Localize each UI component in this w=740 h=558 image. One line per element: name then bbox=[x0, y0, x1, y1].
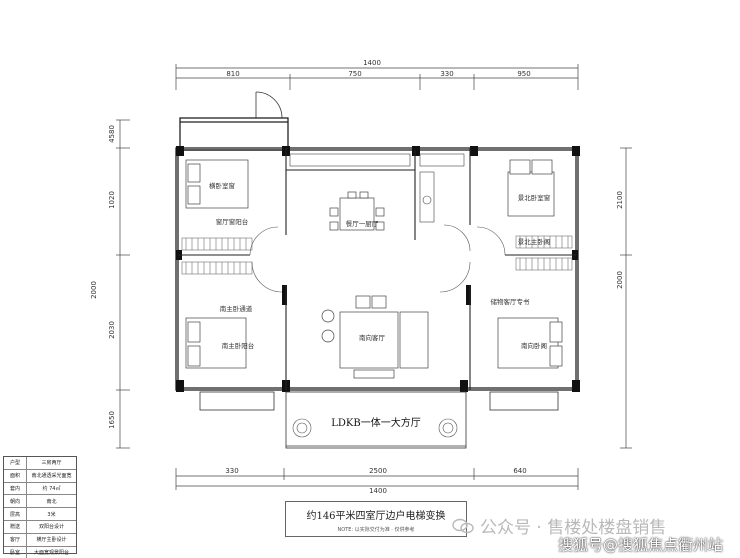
room-label-se-corridor: 储物客厅专书 bbox=[491, 297, 531, 306]
legend-value: 南北 bbox=[46, 498, 57, 505]
top-dim-4: 950 bbox=[517, 70, 530, 78]
legend-row: 赠送 双阳台设计 bbox=[4, 520, 76, 534]
wechat-icon bbox=[452, 518, 474, 533]
room-label-ne-top: 景北卧室窗 bbox=[518, 193, 551, 202]
legend-value: 双阳台设计 bbox=[38, 524, 64, 531]
door-swings bbox=[249, 224, 506, 293]
legend-key: 赠送 bbox=[4, 520, 27, 533]
legend-key: 卧室 bbox=[4, 546, 27, 558]
legend-row: 层高 3米 bbox=[4, 508, 76, 521]
room-label-balcony: LDKB一体一大方厅 bbox=[331, 416, 420, 429]
legend-value: 大面宽观景阳台 bbox=[33, 549, 69, 556]
interior-walls bbox=[178, 148, 576, 390]
legend-value: 三房两厅 bbox=[41, 460, 62, 467]
left-dim-2: 1020 bbox=[108, 191, 116, 209]
left-dim-5: 1650 bbox=[108, 411, 116, 429]
left-dim-3: 2000 bbox=[90, 281, 98, 299]
top-dim-3: 330 bbox=[440, 70, 453, 78]
top-total-dim: 1400 bbox=[363, 59, 381, 67]
watermark-text: 公众号 · 售楼处楼盘销售 bbox=[480, 518, 667, 538]
legend-table: 户型 三房两厅 面积南北通透采光面宽 套内 约 74㎡ 朝向 南北 层高 3米 赠送 双阳… bbox=[3, 456, 77, 558]
plan-subtitle: NOTE: 以实际交付为准 · 仅供参考 bbox=[337, 527, 415, 533]
legend-key: 户型 bbox=[4, 457, 27, 469]
left-dim-1: 4580 bbox=[108, 125, 116, 143]
bottom-dim-3: 640 bbox=[513, 467, 526, 475]
outer-walls bbox=[175, 117, 579, 391]
room-label-se-bedroom: 南向卧阁 bbox=[521, 341, 547, 350]
closets bbox=[181, 235, 573, 275]
room-label-sw-bedroom: 南主卧阳台 bbox=[222, 341, 255, 350]
watermark-wechat: 公众号 · 售楼处楼盘销售 bbox=[452, 513, 666, 538]
legend-row: 套内 约 74㎡ bbox=[4, 482, 76, 496]
left-dim-4: 2030 bbox=[108, 321, 116, 339]
legend-key: 客厅 bbox=[4, 533, 27, 546]
legend-value: 约 74㎡ bbox=[42, 485, 61, 492]
room-label-dining: 餐厅一厨厅 bbox=[346, 219, 379, 228]
right-dim-1: 2100 bbox=[616, 191, 624, 209]
kitchen bbox=[289, 153, 465, 223]
legend-key: 套内 bbox=[4, 482, 27, 495]
legend-key: 面积 bbox=[4, 469, 27, 482]
legend-key: 层高 bbox=[4, 508, 27, 520]
living-room-furniture bbox=[321, 295, 429, 379]
legend-value: 南北通透采光面宽 bbox=[31, 473, 72, 480]
bottom-dimension-lines bbox=[175, 468, 579, 490]
legend-row: 客厅 横厅主卧设计 bbox=[4, 533, 76, 547]
legend-row: 卧室大面宽观景阳台 bbox=[4, 546, 76, 558]
legend-row: 朝向 南北 bbox=[4, 495, 76, 509]
room-label-sw-corridor: 南主卧通道 bbox=[220, 304, 253, 313]
room-label-ne-bottom: 景北主卧阁 bbox=[518, 237, 551, 246]
bottom-dim-2: 2500 bbox=[369, 467, 387, 475]
room-label-nw-bottom: 窗厅窗阳台 bbox=[216, 217, 249, 226]
legend-value: 横厅主卧设计 bbox=[36, 537, 67, 544]
plan-title-box: 约146平米四室厅边户电梯变换 NOTE: 以实际交付为准 · 仅供参考 bbox=[285, 501, 467, 537]
top-dim-2: 750 bbox=[348, 70, 361, 78]
legend-key: 朝向 bbox=[4, 495, 27, 508]
entry-door bbox=[255, 91, 283, 119]
balconies bbox=[199, 391, 559, 449]
dining-table bbox=[329, 191, 385, 231]
legend-value: 3米 bbox=[47, 511, 56, 518]
top-dim-1: 810 bbox=[226, 70, 239, 78]
bottom-total-dim: 1400 bbox=[369, 487, 387, 495]
bottom-dim-1: 330 bbox=[225, 467, 238, 475]
legend-row: 面积南北通透采光面宽 bbox=[4, 469, 76, 483]
left-dimension-lines bbox=[116, 119, 130, 449]
right-dimension-lines bbox=[620, 147, 632, 449]
plan-title: 约146平米四室厅边户电梯变换 bbox=[306, 511, 446, 522]
room-label-nw-top: 横卧室窗 bbox=[209, 181, 235, 190]
top-dimension-lines bbox=[175, 64, 579, 90]
room-label-living: 南向客厅 bbox=[359, 333, 386, 342]
watermark-sohu: 搜狐号@搜狐焦点衢州站 bbox=[558, 536, 724, 554]
right-dim-2: 2000 bbox=[616, 271, 624, 289]
beds bbox=[185, 159, 563, 369]
plant-icon bbox=[292, 418, 458, 438]
legend-row: 户型 三房两厅 bbox=[4, 457, 76, 470]
